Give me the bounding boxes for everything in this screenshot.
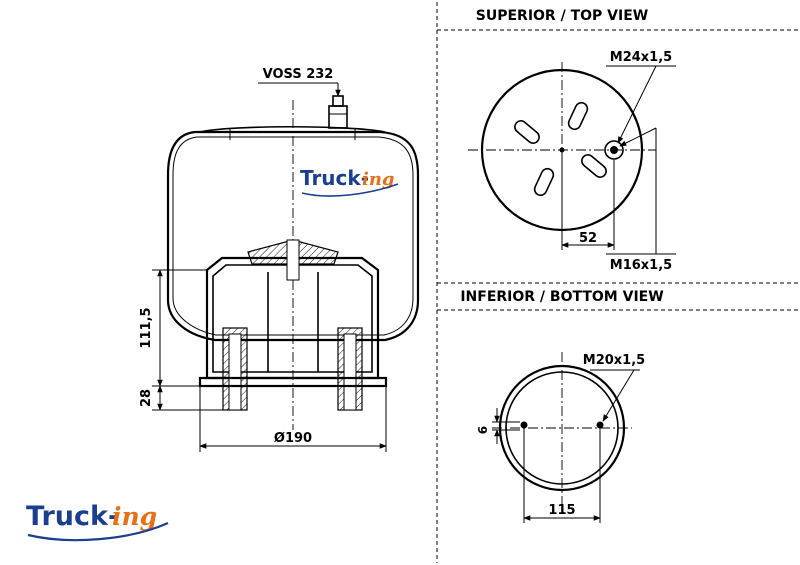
side-view	[152, 82, 420, 452]
svg-text:ing: ing	[362, 169, 395, 190]
slot-hole-nw	[514, 120, 540, 144]
bellows-outline	[166, 130, 420, 342]
bottom-view	[492, 352, 640, 523]
svg-text:Truck-: Truck-	[26, 501, 119, 532]
bottom-view-title: INFERIOR / BOTTOM VIEW	[460, 289, 663, 305]
diameter-dimension: Ø190	[274, 431, 312, 446]
voss-connector-label: VOSS 232	[263, 67, 334, 82]
svg-text:Truck-: Truck-	[300, 166, 369, 190]
view-separators	[436, 2, 798, 563]
height-dimension: 111,5	[139, 307, 154, 348]
svg-text:ing: ing	[112, 502, 157, 531]
bottom-thread-label: M20x1,5	[583, 353, 645, 368]
base-dimension: 28	[139, 389, 154, 407]
spacing-dimension: 115	[548, 503, 575, 518]
slot-hole-sw	[533, 167, 555, 197]
connector-thread-label: M16x1,5	[610, 258, 672, 273]
top-view-title: SUPERIOR / TOP VIEW	[476, 8, 648, 24]
top-thread-label: M24x1,5	[610, 50, 672, 65]
offset-dimension: 52	[579, 231, 597, 246]
slot-hole-ne	[567, 101, 589, 131]
small-dimension: 6	[476, 426, 490, 434]
bellows-watermark: Truck- ing	[300, 166, 399, 197]
brand-logo: Truck- ing	[26, 501, 169, 542]
top-view	[468, 62, 676, 255]
slot-hole-se	[581, 154, 607, 178]
